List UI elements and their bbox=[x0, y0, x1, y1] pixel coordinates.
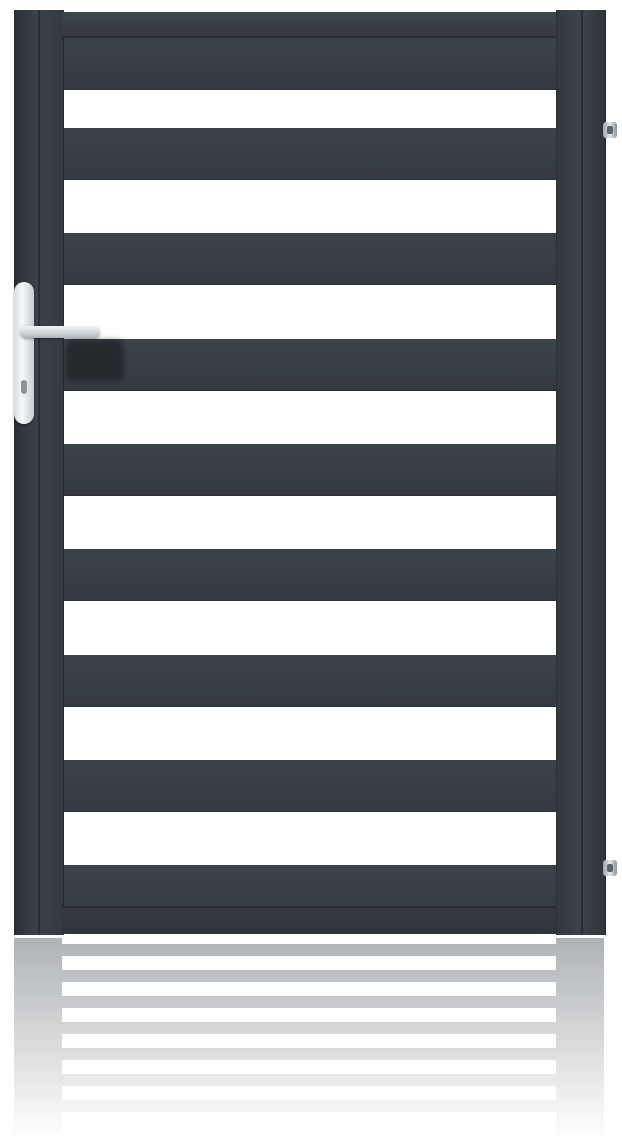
handle-plate bbox=[14, 282, 34, 424]
reflection-slat bbox=[14, 1100, 604, 1112]
reflection-slat bbox=[14, 1074, 604, 1086]
right-post-groove bbox=[581, 10, 583, 935]
gate-slat bbox=[64, 128, 556, 180]
handle-shadow bbox=[66, 340, 124, 380]
hinge-top bbox=[603, 122, 617, 138]
reflection-slat bbox=[14, 970, 604, 982]
left-post bbox=[14, 10, 64, 935]
keyhole-icon bbox=[21, 380, 27, 394]
left-post-groove bbox=[38, 10, 40, 935]
door-handle[interactable] bbox=[20, 326, 100, 338]
gate-slat bbox=[64, 38, 556, 90]
gate-slat bbox=[64, 760, 556, 812]
gate-slat bbox=[64, 549, 556, 601]
top-rail bbox=[62, 12, 556, 38]
gate-slat bbox=[64, 444, 556, 496]
reflection-slat bbox=[14, 1022, 604, 1034]
bottom-rail bbox=[62, 906, 556, 934]
gate-slat bbox=[64, 233, 556, 285]
gate-slat bbox=[64, 339, 556, 391]
gate bbox=[14, 10, 617, 935]
reflection-slat bbox=[14, 1048, 604, 1060]
hinge-bottom bbox=[603, 860, 617, 876]
floor-reflection bbox=[14, 938, 604, 1138]
reflection-slat bbox=[14, 996, 604, 1008]
right-post bbox=[556, 10, 606, 935]
reflection-slat bbox=[14, 944, 604, 956]
gate-slat bbox=[64, 655, 556, 707]
